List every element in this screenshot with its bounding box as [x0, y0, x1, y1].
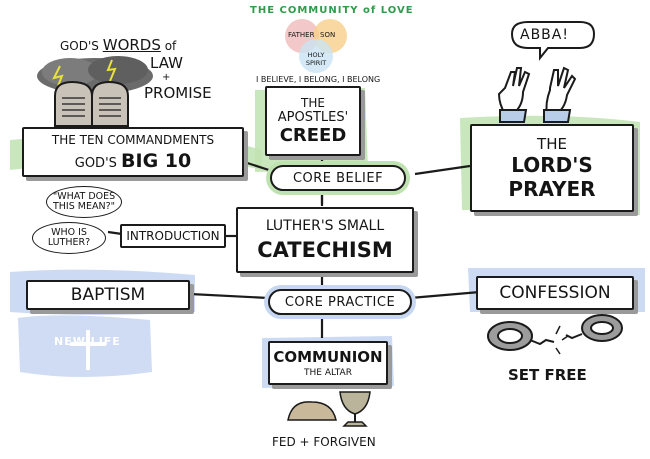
- creed-line3: CREED: [279, 125, 347, 146]
- abba-bubble-shape: [510, 21, 596, 61]
- what-does-this-mean-bubble: "WHAT DOES THIS MEAN?": [46, 186, 122, 218]
- introduction-box: INTRODUCTION: [120, 224, 226, 248]
- gods-words-title: GOD's WORDS of: [60, 36, 177, 54]
- community-of-love-title: THE COMMUNITY of LOVE: [250, 5, 414, 16]
- prayer-line1: THE: [537, 135, 567, 153]
- words-emph: WORDS: [102, 36, 161, 54]
- new-life-water: [18, 315, 152, 377]
- catechism-box: LUTHER'S SMALL CATECHISM: [236, 207, 414, 273]
- baptism-box: BAPTISM: [26, 280, 190, 310]
- catechism-line1: LUTHER'S SMALL: [265, 218, 385, 234]
- abba-label: ABBA!: [520, 27, 569, 43]
- who-is-luther-bubble: WHO IS LUTHER?: [32, 222, 106, 254]
- law-label: LAW: [150, 54, 183, 72]
- creed-line1: THE: [301, 96, 325, 110]
- promise-label: PROMISE: [144, 84, 212, 102]
- father-label: FATHER: [288, 31, 315, 39]
- apostles-creed-box: THE APOSTLES' CREED: [265, 86, 361, 156]
- bread-and-cup: [287, 391, 371, 427]
- plus-label: +: [162, 72, 171, 83]
- lords-prayer-box: THE LORD'S PRAYER: [470, 124, 634, 212]
- holy-spirit-label: HOLY SPIRIT: [305, 51, 327, 67]
- ten-commandments-line1: THE TEN COMMANDMENTS: [51, 132, 215, 147]
- ten-commandments-box: THE TEN COMMANDMENTS GOD's BIG 10: [22, 127, 244, 177]
- praying-hands: [497, 66, 577, 123]
- i-believe-label: I BELIEVE, I BELONG, I BELONG: [256, 75, 381, 84]
- communion-label: COMMUNION: [273, 348, 383, 366]
- ten-commandments-line2: GOD's BIG 10: [74, 149, 192, 172]
- communion-sub: THE ALTAR: [304, 368, 352, 378]
- creed-line2: APOSTLES': [277, 110, 349, 125]
- new-life-label: NEW LIFE: [54, 335, 121, 348]
- set-free-label: SET FREE: [508, 366, 587, 384]
- confession-box: CONFESSION: [476, 276, 634, 310]
- prayer-line2: LORD'S: [511, 153, 593, 177]
- cross-icon: [70, 330, 106, 370]
- core-practice-pill: CORE PRACTICE: [268, 289, 412, 315]
- son-label: SON: [320, 31, 336, 39]
- prayer-line3: PRAYER: [508, 177, 596, 201]
- core-belief-pill: CORE BELIEF: [270, 165, 406, 191]
- catechism-line2: CATECHISM: [257, 238, 393, 262]
- communion-box: COMMUNION THE ALTAR: [268, 341, 388, 385]
- tablets-illustration: [37, 56, 153, 127]
- big-10: BIG 10: [121, 149, 192, 172]
- broken-shackles: [487, 314, 623, 355]
- trinity-venn: [285, 19, 347, 73]
- fed-forgiven-label: FED + FORGIVEN: [272, 435, 376, 449]
